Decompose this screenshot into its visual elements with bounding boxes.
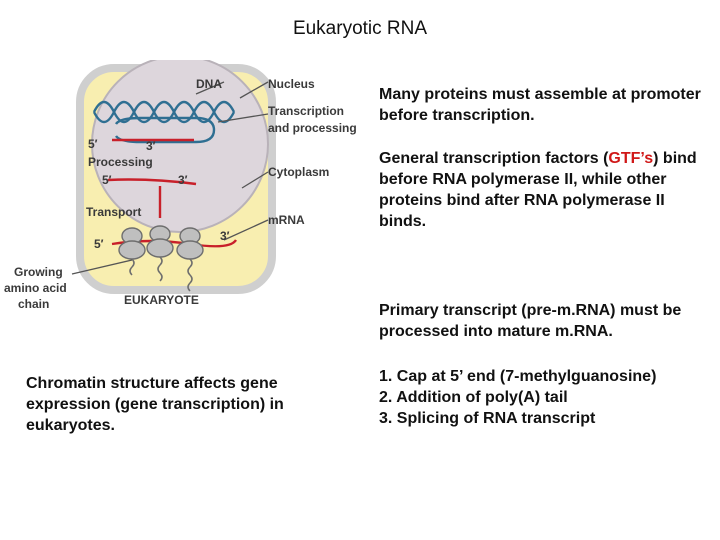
label-5-prime-top: 5′ xyxy=(88,137,98,151)
text-primary-transcript: Primary transcript (pre-m.RNA) must be p… xyxy=(379,302,682,340)
dna-helix xyxy=(92,100,236,124)
label-amino-acid: amino acid xyxy=(4,281,67,295)
text-gtf: General transcription factors (GTF’s) bi… xyxy=(379,148,709,232)
label-5-prime-bottom: 5′ xyxy=(94,237,104,251)
label-5-prime-mid: 5′ xyxy=(102,173,112,187)
text-gtf-start: General transcription factors ( xyxy=(379,150,609,167)
diagram-caption: EUKARYOTE xyxy=(124,293,199,307)
label-mrna: mRNA xyxy=(268,213,305,227)
step-splicing: 3. Splicing of RNA transcript xyxy=(379,410,596,427)
label-cytoplasm: Cytoplasm xyxy=(268,165,329,179)
label-processing-line2: and processing xyxy=(268,121,357,135)
ribosomes xyxy=(118,225,204,260)
label-chain: chain xyxy=(18,297,49,311)
text-chromatin: Chromatin structure affects gene express… xyxy=(26,375,284,434)
text-gtf-end: ) bind before RNA polymerase II, while o… xyxy=(379,150,697,230)
amino-acid-chains xyxy=(129,256,193,292)
label-3-prime-mid: 3′ xyxy=(178,173,188,187)
step-polya: 2. Addition of poly(A) tail xyxy=(379,389,568,406)
label-3-prime-top: 3′ xyxy=(146,139,156,153)
step-cap: 1. Cap at 5’ end (7-methylguanosine) xyxy=(379,368,657,385)
label-growing: Growing xyxy=(14,265,63,279)
label-dna: DNA xyxy=(196,77,222,91)
label-pointers xyxy=(71,81,269,275)
transcription-bubble xyxy=(112,116,216,144)
label-nucleus: Nucleus xyxy=(268,77,315,91)
processed-rna xyxy=(107,178,197,186)
label-transcription: Transcription xyxy=(268,104,344,118)
label-transport: Transport xyxy=(86,205,141,219)
text-processing-steps: 1. Cap at 5’ end (7-methylguanosine) 2. … xyxy=(379,366,709,429)
eukaryote-diagram: DNA Nucleus Transcription and processing… xyxy=(4,60,357,311)
label-3-prime-bottom: 3′ xyxy=(220,229,230,243)
text-promoter-assembly: Many proteins must assemble at promoter … xyxy=(379,86,701,124)
page-title: Eukaryotic RNA xyxy=(292,18,428,39)
text-gtf-highlight: GTF’s xyxy=(608,150,654,167)
label-processing: Processing xyxy=(88,155,153,169)
